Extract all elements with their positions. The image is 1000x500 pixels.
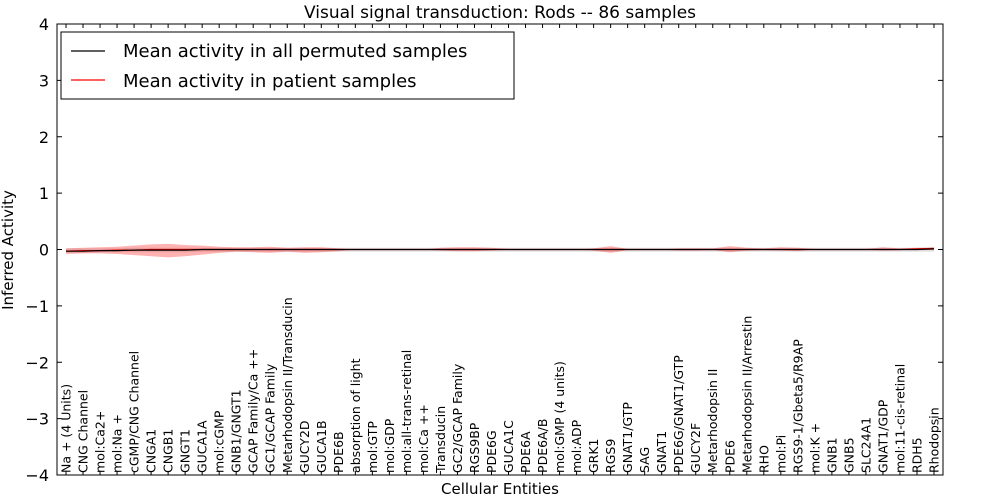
x-tick-label: GC1/GCAP Family xyxy=(263,363,278,473)
x-tick-label: GUCA1A xyxy=(195,420,210,473)
y-axis: 4 3 2 1 0 −1 −2 −3 −4 xyxy=(25,15,943,485)
x-tick-label: GUCY2F xyxy=(688,423,703,473)
x-tick-label: PDE6G xyxy=(484,430,499,473)
x-tick-label: mol:GDP xyxy=(382,418,397,473)
x-tick-label: RGS9BP xyxy=(467,422,482,473)
y-tick-label: 2 xyxy=(39,128,49,147)
x-tick-label: GRK1 xyxy=(586,438,601,473)
x-tick-label: Metarhodopsin II/Transducin xyxy=(280,297,295,473)
y-tick-label: 0 xyxy=(39,241,49,260)
y-tick-label: 4 xyxy=(39,15,49,34)
x-tick-label: GNAT1/GTP xyxy=(620,402,635,473)
y-tick-label: −3 xyxy=(25,410,49,429)
y-tick-label: −2 xyxy=(25,353,49,372)
x-tick-label: mol:cGMP xyxy=(212,410,227,473)
x-tick-label: RGS9-1/Gbeta5/R9AP xyxy=(790,339,805,473)
x-tick-label: PDE6 xyxy=(722,440,737,473)
y-tick-label: 1 xyxy=(39,184,49,203)
x-tick-label: CNGA1 xyxy=(144,429,159,473)
series-lines xyxy=(65,247,935,252)
x-tick-label: GNAT1/GDP xyxy=(875,399,890,473)
x-tick-label: PDE6A xyxy=(518,431,533,473)
y-tick-label: −4 xyxy=(25,466,49,485)
x-tick-label: GNAT1 xyxy=(654,431,669,473)
line-permuted xyxy=(66,248,935,252)
x-axis-label: Cellular Entities xyxy=(441,480,559,498)
x-tick-label: mol:Ca ++ xyxy=(416,404,431,473)
legend-label-patient: Mean activity in patient samples xyxy=(123,71,417,92)
y-tick-label: −1 xyxy=(25,297,49,316)
x-tick-label: mol:ADP xyxy=(569,419,584,473)
legend: Mean activity in all permuted samples Me… xyxy=(60,31,515,100)
x-tick-label: SAG xyxy=(637,447,652,473)
x-tick-label: GNB1/GNGT1 xyxy=(229,389,244,473)
x-tick-label: cGMP/CNG Channel xyxy=(127,351,142,473)
legend-box xyxy=(60,31,515,100)
x-tick-label: mol:Pi xyxy=(773,435,788,473)
x-tick-label: Transducin xyxy=(433,406,448,474)
x-tick-label: absorption of light xyxy=(348,358,363,473)
x-tick-label: PDE6B xyxy=(331,431,346,473)
x-tick-label: CNGB1 xyxy=(161,429,176,473)
confidence-bands xyxy=(66,243,934,258)
x-tick-label: Na + (4 Units) xyxy=(59,384,74,473)
x-tick-label: GNB1 xyxy=(824,437,839,473)
x-tick-label: RDH5 xyxy=(910,437,925,473)
y-tick-label: 3 xyxy=(39,71,49,90)
x-tick-label: GC2/GCAP Family xyxy=(450,363,465,473)
x-tick-label: CNG Channel xyxy=(76,390,91,473)
x-tick-label: mol:Na + xyxy=(110,414,125,473)
x-tick-label: mol:11-cis-retinal xyxy=(893,364,908,473)
x-tick-label: mol:GMP (4 units) xyxy=(552,361,567,473)
x-tick-label: Rhodopsin xyxy=(927,407,942,473)
x-tick-label: mol:K + xyxy=(807,423,822,473)
x-tick-label: GUCY2D xyxy=(297,420,312,473)
x-tick-label: PDE6A/B xyxy=(535,419,550,473)
x-tick-label: mol:Ca2+ xyxy=(93,411,108,473)
x-tick-label: Metarhodopsin II xyxy=(705,369,720,473)
x-tick-label: mol:all-trans-retinal xyxy=(399,350,414,473)
x-tick-label: GNB5 xyxy=(841,437,856,473)
x-tick-label: GUCA1B xyxy=(314,420,329,473)
x-tick-label: Metarhodopsin II/Arrestin xyxy=(739,316,754,473)
x-tick-label: GCAP Family/Ca ++ xyxy=(246,349,261,473)
band-patient xyxy=(66,243,934,258)
y-axis-label: Inferred Activity xyxy=(0,190,17,310)
x-tick-label: RGS9 xyxy=(603,439,618,473)
x-tick-label: mol:GTP xyxy=(365,421,380,473)
x-tick-label: SLC24A1 xyxy=(858,417,873,473)
legend-label-permuted: Mean activity in all permuted samples xyxy=(123,41,467,62)
x-tick-label: PDE6G/GNAT1/GTP xyxy=(671,355,686,473)
x-tick-label: GNGT1 xyxy=(178,429,193,473)
x-tick-label: GUCA1C xyxy=(501,420,516,473)
chart-title: Visual signal transduction: Rods -- 86 s… xyxy=(304,3,696,23)
x-tick-label: RHO xyxy=(756,445,771,473)
